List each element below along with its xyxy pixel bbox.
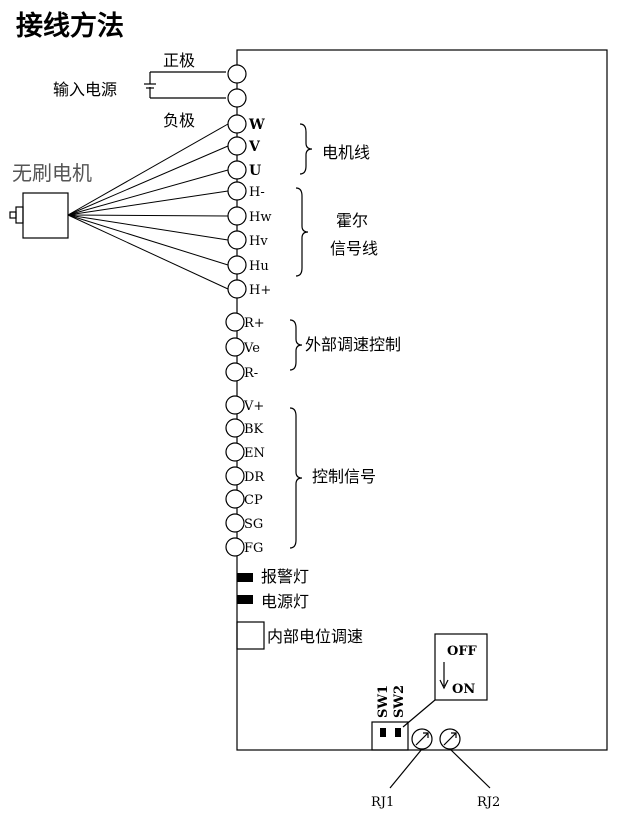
terminal-label: V+ — [243, 399, 264, 414]
terminal-label: H+ — [249, 283, 271, 298]
dip-switch: OFF ON SW1 SW2 — [371, 633, 488, 751]
terminal-label: FG — [244, 541, 263, 556]
motor-wire — [67, 214, 229, 266]
terminal-label: R+ — [244, 316, 265, 331]
motor-wire — [67, 169, 229, 216]
group-label-motor-wires: 电机线 — [322, 143, 370, 162]
motor-wire — [67, 214, 229, 241]
brace-hall — [295, 187, 309, 277]
page-title: 接线方法 — [16, 10, 124, 42]
group-label-hall-1: 霍尔 — [336, 211, 368, 230]
terminal-14-icon — [225, 395, 245, 415]
terminal-15-icon — [225, 418, 245, 438]
motor-wire — [67, 145, 229, 216]
terminal-label: R- — [244, 366, 258, 381]
terminal-1-icon — [227, 64, 247, 84]
terminal-2-icon — [227, 88, 247, 108]
terminal-7-icon — [227, 206, 247, 226]
terminal-label: Hu — [249, 259, 269, 274]
negative-label: 负极 — [163, 111, 195, 130]
motor-wire — [67, 214, 229, 217]
terminal-12-icon — [225, 337, 245, 357]
motor-wire-fan — [67, 123, 229, 290]
alarm-led-icon — [237, 573, 253, 582]
brushless-motor: 无刷电机 — [9, 161, 92, 239]
terminal-8-icon — [227, 230, 247, 250]
power-input: 正极 输入电源 负极 — [53, 51, 226, 130]
power-input-label: 输入电源 — [53, 80, 117, 99]
motor-wire — [67, 123, 229, 216]
terminal-16-icon — [225, 442, 245, 462]
trim-pots: RJ1 RJ2 — [371, 728, 500, 810]
terminal-20-icon — [225, 537, 245, 557]
group-label-control-signal: 控制信号 — [312, 467, 376, 486]
terminal-3-icon — [227, 114, 247, 134]
switch-lever-2-icon — [395, 728, 401, 737]
terminal-label: V — [248, 139, 261, 155]
terminal-13-icon — [225, 362, 245, 382]
group-label-external-speed: 外部调速控制 — [305, 335, 401, 354]
terminal-label: EN — [244, 446, 265, 461]
brace-control-signal — [289, 407, 303, 549]
sw1-label: SW1 — [376, 685, 391, 718]
sw2-label: SW2 — [392, 685, 407, 718]
power-led-label: 电源灯 — [261, 592, 309, 611]
terminal-9-icon — [227, 255, 247, 275]
terminal-label: Ve — [243, 341, 260, 356]
terminal-4-icon — [227, 136, 247, 156]
internal-pot-label: 内部电位调速 — [267, 627, 363, 646]
terminal-18-icon — [225, 489, 245, 509]
power-led-icon — [237, 595, 253, 604]
internal-pot-icon — [236, 621, 265, 650]
terminal-10-icon — [227, 279, 247, 299]
terminal-label: CP — [244, 493, 263, 508]
motor-label: 无刷电机 — [12, 161, 92, 185]
terminal-label: BK — [244, 422, 264, 437]
switch-lever-1-icon — [380, 728, 386, 737]
switch-legend-box — [434, 633, 488, 701]
group-braces — [289, 123, 313, 549]
motor-wire — [67, 214, 229, 290]
switch-body — [371, 721, 409, 751]
motor-body-icon — [22, 192, 69, 239]
alarm-led-label: 报警灯 — [261, 567, 309, 586]
motor-shaft-icon — [15, 206, 24, 224]
terminal-label: W — [248, 117, 265, 133]
rj2-label: RJ2 — [477, 795, 500, 810]
terminal-label: Hw — [249, 210, 271, 225]
positive-label: 正极 — [163, 51, 195, 70]
group-label-hall-2: 信号线 — [330, 239, 378, 258]
rj1-label: RJ1 — [371, 795, 394, 810]
terminal-label: U — [249, 163, 261, 179]
switch-on-label: ON — [452, 682, 475, 697]
terminal-19-icon — [225, 513, 245, 533]
terminal-label: Hv — [249, 234, 268, 249]
terminal-label: H- — [249, 185, 265, 200]
brace-motor-wires — [299, 123, 313, 175]
arrow-down-icon — [439, 679, 449, 690]
terminal-label: DR — [244, 470, 265, 485]
switch-off-label: OFF — [447, 644, 478, 659]
brace-external-speed — [289, 319, 303, 371]
terminal-11-icon — [225, 312, 245, 332]
motor-wire — [67, 190, 229, 216]
terminal-17-icon — [225, 466, 245, 486]
terminal-5-icon — [227, 160, 247, 180]
terminal-label: SG — [244, 517, 263, 532]
terminal-6-icon — [227, 181, 247, 201]
